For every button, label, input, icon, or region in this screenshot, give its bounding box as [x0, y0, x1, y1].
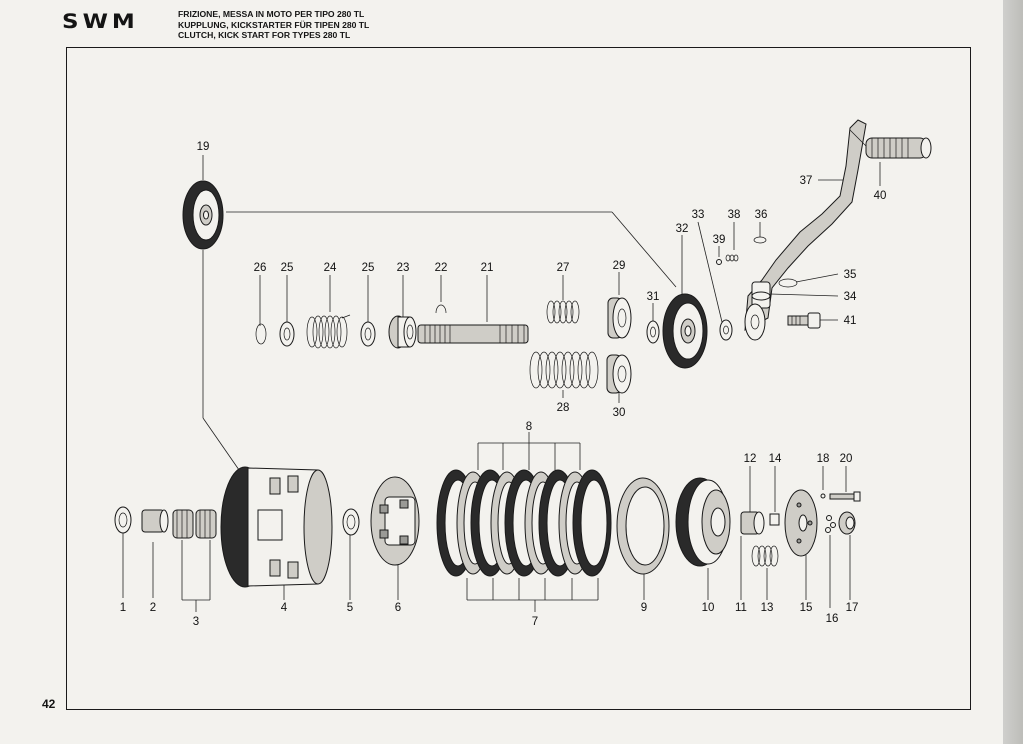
part-35-o-ring: [778, 278, 798, 288]
callout-38: 38: [728, 209, 741, 221]
callout-15: 15: [800, 602, 813, 614]
callout-27: 27: [557, 262, 570, 274]
part-25-washer-b: [360, 321, 376, 347]
callout-32: 32: [676, 223, 689, 235]
callout-25b: 25: [362, 262, 375, 274]
part-29-ratchet: [607, 297, 632, 339]
callout-2: 2: [150, 602, 156, 614]
callout-18: 18: [817, 453, 830, 465]
part-31-washer: [646, 320, 660, 344]
callout-33: 33: [692, 209, 705, 221]
part-41-clamp-bolt: [787, 312, 821, 329]
callout-6: 6: [395, 602, 401, 614]
part-32-kickstart-gear: [662, 293, 708, 369]
part-37-kickstart-lever: [744, 119, 867, 341]
callout-9: 9: [641, 602, 647, 614]
callout-41: 41: [844, 315, 857, 327]
callout-5: 5: [347, 602, 353, 614]
title-german: KUPPLUNG, KICKSTARTER FÜR TIPEN 280 TL: [178, 19, 370, 30]
callout-19: 20: [840, 453, 853, 465]
callout-labels: 19 26 25 24 25 23 22 21 27 29 31 32 33 3…: [120, 141, 887, 628]
callout-20: 19: [197, 141, 210, 153]
callout-36: 36: [755, 209, 768, 221]
callout-31: 31: [647, 291, 660, 303]
callout-12: 12: [744, 453, 757, 465]
callout-39: 39: [713, 234, 726, 246]
callout-10: 10: [702, 602, 715, 614]
page-edge: [1003, 0, 1023, 744]
part-24-kickstart-spring: [306, 314, 351, 349]
page-title: FRIZIONE, MESSA IN MOTO PER TIPO 280 TL …: [178, 9, 369, 41]
part-40-kick-rubber: [849, 129, 932, 159]
part-15-spring-plate: [784, 489, 818, 557]
part-33-washer: [719, 319, 733, 341]
part-2-bush: [141, 509, 169, 533]
diagram-frame: [66, 47, 971, 710]
callout-16: 16: [826, 613, 839, 625]
title-italian: FRIZIONE, MESSA IN MOTO PER TIPO 280 TL: [178, 9, 365, 19]
part-23-bush: [388, 315, 417, 349]
callout-26: 26: [254, 262, 267, 274]
callout-1: 1: [120, 602, 126, 614]
callout-28: 28: [557, 402, 570, 414]
part-22-snap-ring: [435, 304, 447, 314]
part-6-clutch-hub: [370, 476, 420, 566]
part-11-nut: [740, 511, 765, 535]
part-5-washer: [342, 508, 360, 536]
callout-3: 3: [193, 616, 199, 628]
callout-17: 17: [846, 602, 859, 614]
part-3-needle-bearings: [172, 509, 217, 539]
part-27-small-spring: [546, 300, 580, 324]
part-26-circlip: [255, 323, 267, 345]
part-9-pressure-plate: [616, 477, 670, 575]
callout-37: 37: [800, 175, 813, 187]
part-19-pushrod: [829, 491, 861, 502]
part-18-ball: [820, 493, 826, 499]
callout-13: 13: [761, 602, 774, 614]
parts-7-8-clutch-plates: [436, 469, 612, 577]
part-16-release-bearing: [825, 515, 836, 533]
part-4-clutch-basket: [220, 466, 333, 588]
callout-21: 21: [481, 262, 494, 274]
part-34-pivot: [751, 291, 771, 301]
callout-35: 35: [844, 269, 857, 281]
callout-11: 11: [735, 602, 747, 614]
callout-4: 4: [281, 602, 288, 614]
part-1-thrust-washer: [114, 506, 132, 534]
callout-40: 40: [874, 190, 887, 202]
title-english: CLUTCH, KICK START FOR TYPES 280 TL: [178, 30, 351, 41]
callout-7: 7: [532, 616, 538, 628]
part-30-ratchet: [606, 354, 632, 394]
part-13-clutch-spring: [751, 545, 779, 567]
page-number: 42: [42, 697, 56, 711]
callout-14: 14: [769, 453, 782, 465]
part-28-large-spring: [529, 351, 599, 389]
part-20-idler-gear: [182, 180, 224, 250]
callout-23: 23: [397, 262, 410, 274]
callout-22: 22: [435, 262, 448, 274]
leader-lines: [122, 155, 881, 612]
callout-8: 8: [526, 421, 532, 433]
part-14-lock-washer: [769, 513, 780, 526]
part-38-detent-spring: [725, 254, 739, 262]
callout-34: 34: [844, 291, 857, 303]
part-36-clip: [753, 236, 767, 244]
callout-25: 25: [281, 262, 294, 274]
part-25-washer: [279, 321, 295, 347]
callout-30: 30: [613, 407, 626, 419]
part-39-ball: [716, 259, 722, 265]
brand-logo: SWM: [62, 11, 139, 34]
callout-29: 29: [613, 260, 626, 272]
part-21-kickstart-shaft: [417, 324, 529, 344]
callout-24: 24: [324, 262, 337, 274]
part-10-primary-gear: [675, 477, 731, 567]
part-17-adjuster-nut: [838, 511, 856, 535]
